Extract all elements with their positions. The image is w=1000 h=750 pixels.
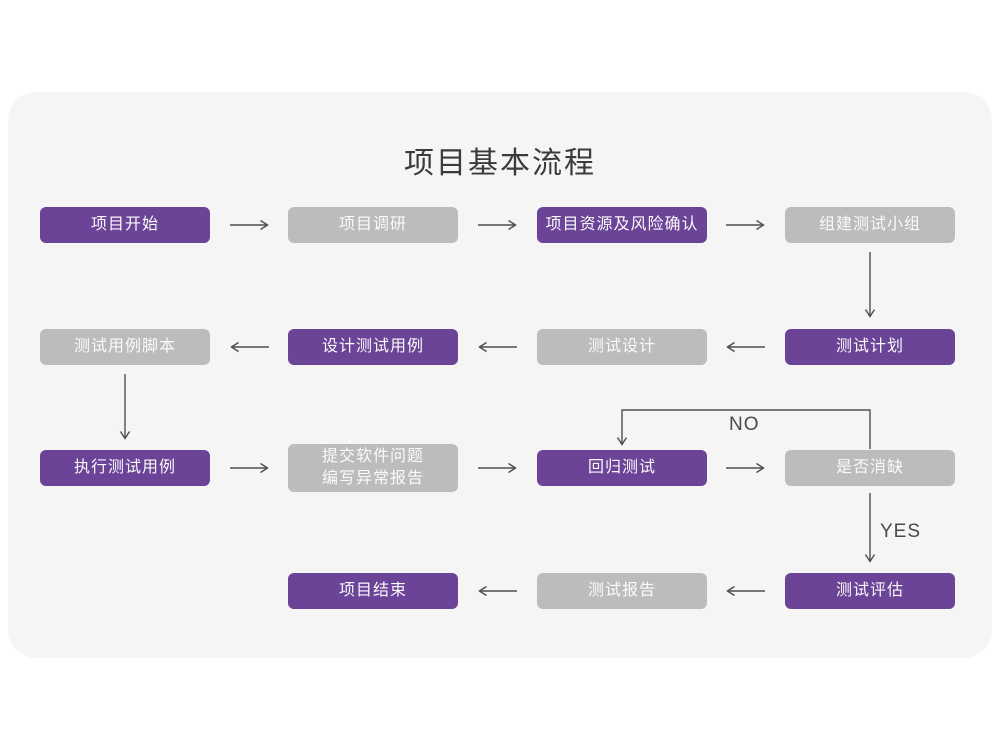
flowchart-card — [8, 92, 992, 658]
page-title: 项目基本流程 — [404, 147, 596, 180]
flow-node-test-plan: 测试计划 — [785, 329, 955, 365]
flow-node-design-test-case: 设计测试用例 — [288, 329, 458, 365]
flow-node-regression-test: 回归测试 — [537, 450, 707, 486]
flow-node-test-evaluation: 测试评估 — [785, 573, 955, 609]
flow-node-test-report: 测试报告 — [537, 573, 707, 609]
flow-node-submit-issue-line2: 编写异常报告 — [321, 470, 424, 487]
flow-node-build-test-team: 组建测试小组 — [785, 207, 955, 243]
flow-node-defect-cleared-decision: 是否消缺 — [785, 450, 955, 486]
flow-node-project-end: 项目结束 — [288, 573, 458, 609]
edge-label-yes: YES — [880, 521, 922, 542]
flow-node-resource-risk-confirm: 项目资源及风险确认 — [537, 207, 707, 243]
flow-node-project-start: 项目开始 — [40, 207, 210, 243]
flow-node-test-case-script: 测试用例脚本 — [40, 329, 210, 365]
flow-node-test-design: 测试设计 — [537, 329, 707, 365]
edge-label-no: NO — [729, 414, 760, 435]
flow-node-project-research: 项目调研 — [288, 207, 458, 243]
flow-node-submit-issue-line1: 提交软件问题 — [321, 448, 424, 465]
flow-node-execute-test-case: 执行测试用例 — [40, 450, 210, 486]
flow-node-submit-issue-report: 提交软件问题 编写异常报告 — [288, 444, 458, 492]
